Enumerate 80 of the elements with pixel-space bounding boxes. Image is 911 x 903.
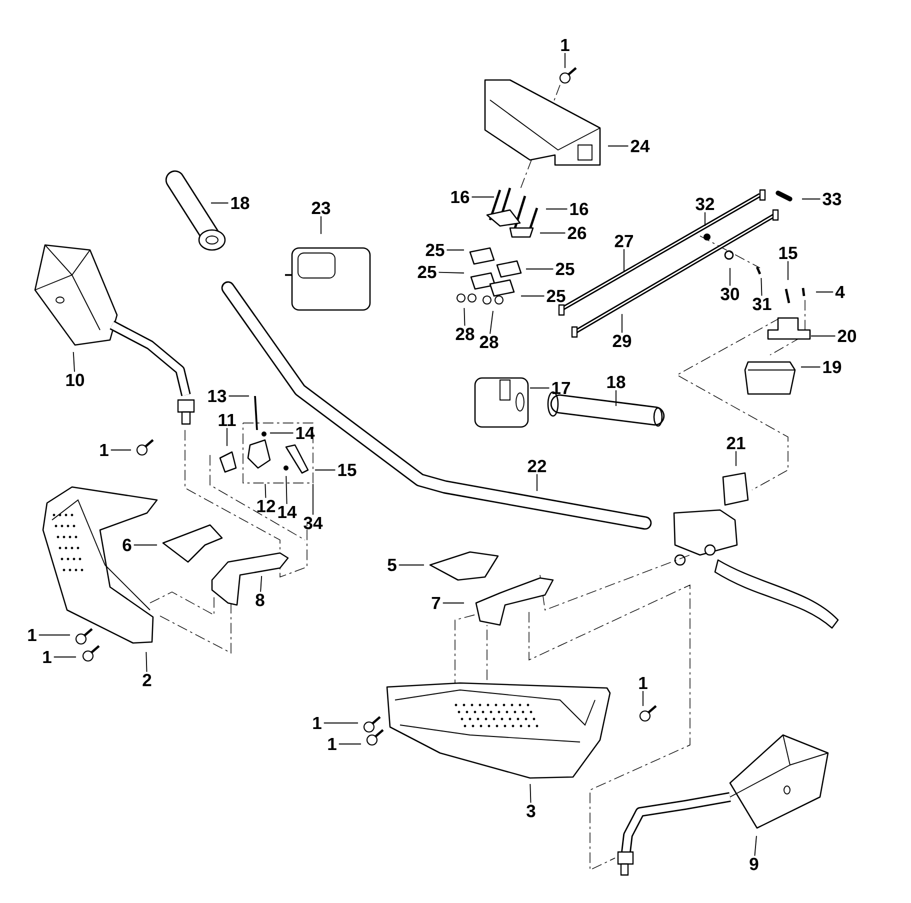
callout-number: 1 — [328, 738, 336, 750]
leader-line — [53, 656, 76, 658]
leader-line — [464, 308, 466, 326]
leader-line — [438, 272, 464, 274]
leader-line — [320, 216, 322, 234]
callout-number: 28 — [456, 328, 474, 340]
leader-line — [536, 474, 538, 492]
callout-number: 13 — [208, 390, 226, 402]
callout-number: 22 — [528, 460, 546, 472]
callout-number: 12 — [257, 500, 276, 512]
callout-number: 30 — [720, 288, 740, 300]
leader-line — [312, 484, 314, 516]
callout-number: 6 — [122, 538, 132, 552]
callout-number: 1 — [28, 628, 36, 642]
callout-number: 14 — [278, 506, 297, 518]
callout-number: 19 — [823, 360, 842, 374]
callout-number: 31 — [752, 298, 772, 310]
leader-line — [210, 202, 229, 204]
callout-number: 34 — [304, 516, 323, 530]
leader-line — [442, 602, 464, 604]
callout-number: 24 — [630, 140, 650, 152]
leader-line — [754, 836, 757, 856]
callout-number: 20 — [838, 330, 856, 342]
leader-line — [146, 652, 148, 672]
callout-number: 5 — [388, 558, 396, 572]
callout-number: 29 — [612, 334, 632, 348]
callout-number: 4 — [835, 286, 845, 298]
callout-number: 2 — [142, 674, 152, 686]
leader-line — [540, 232, 566, 234]
callout-number: 15 — [779, 246, 798, 260]
callout-number: 21 — [726, 436, 746, 450]
callout-number: 1 — [100, 444, 108, 456]
leader-line — [264, 484, 266, 498]
callout-number: 16 — [570, 202, 588, 216]
callout-number: 1 — [43, 650, 52, 664]
callout-number: 25 — [426, 244, 444, 256]
leader-line — [802, 198, 821, 200]
callout-number: 3 — [526, 804, 536, 818]
callout-number: 23 — [312, 202, 330, 214]
callout-number: 16 — [451, 190, 470, 204]
leader-line — [38, 634, 70, 636]
leader-line — [526, 268, 554, 270]
leader-line — [642, 690, 644, 706]
callout-number: 8 — [256, 594, 264, 606]
leader-line — [398, 564, 424, 566]
callout-number: 1 — [561, 38, 570, 52]
leader-line — [286, 476, 288, 504]
leader-line — [760, 278, 762, 296]
callout-number: 32 — [696, 198, 714, 210]
callout-number: 18 — [607, 376, 626, 388]
callout-number: 11 — [218, 414, 236, 426]
callout-number: 26 — [568, 226, 586, 240]
callout-number: 10 — [66, 374, 84, 386]
leader-line — [800, 366, 821, 368]
callout-number: 14 — [296, 426, 315, 440]
callout-number: 25 — [556, 262, 574, 276]
callout-number: 9 — [750, 858, 758, 870]
leader-line — [226, 428, 228, 446]
callout-number: 17 — [552, 382, 570, 394]
callout-number: 28 — [480, 336, 498, 348]
callout-number: 18 — [231, 196, 250, 210]
leader-line — [704, 212, 706, 226]
callout-number: 25 — [418, 266, 436, 278]
callout-number: 25 — [546, 290, 566, 302]
leader-line — [564, 52, 566, 68]
leader-line — [323, 722, 358, 724]
callout-number: 1 — [313, 716, 322, 730]
leader-line — [72, 352, 75, 372]
callout-number: 27 — [614, 234, 633, 248]
leader-line — [546, 208, 568, 210]
callout-number: 1 — [639, 676, 648, 690]
callout-number: 15 — [338, 464, 356, 476]
leader-line — [133, 544, 158, 546]
leader-line — [270, 432, 294, 434]
callout-number: 33 — [822, 192, 842, 206]
leader-line — [471, 196, 494, 198]
leader-line — [260, 576, 262, 592]
leader-line — [530, 784, 532, 804]
callout-number: 7 — [432, 596, 440, 610]
leader-line — [490, 310, 494, 334]
